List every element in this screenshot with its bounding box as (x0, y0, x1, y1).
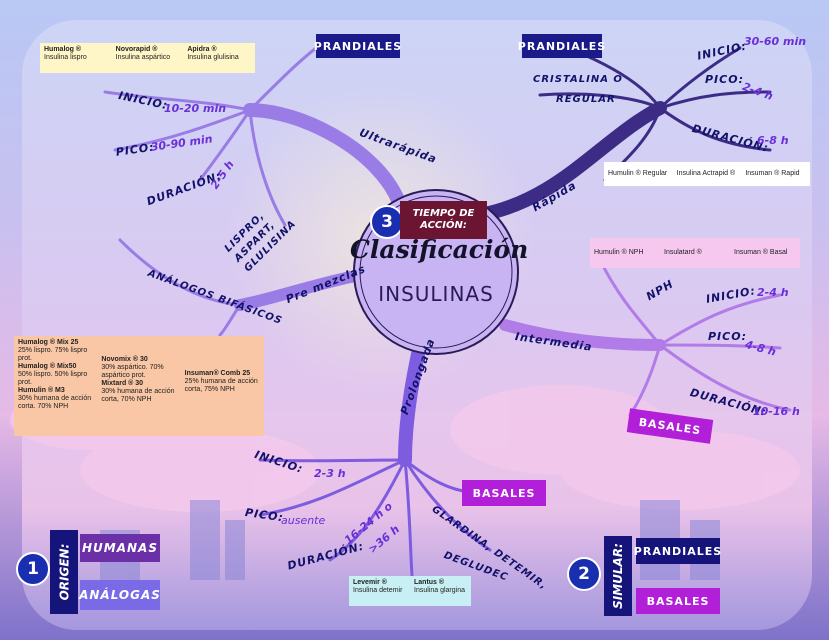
prolongada-brands: Levemir ®Insulina detemir Lantus ®Insuli… (349, 576, 471, 606)
tiempo-de-accion-label: TIEMPO DE ACCIÓN: (400, 201, 487, 239)
rapida-agent-line1: CRISTALINA O (533, 74, 623, 85)
brand-humulin-nph: Humulin ® NPH (594, 249, 644, 256)
brand-levemir: Levemir ®Insulina detemir (353, 579, 403, 594)
simular-label-box: SIMULAR: (604, 536, 632, 616)
center-title: Clasificación (350, 235, 529, 264)
intermedia-peak-label: PICO: (708, 330, 747, 343)
intermedia-onset-value: 2-4 h (757, 286, 789, 299)
brand-insuman-basal: Insuman ® Basal (734, 249, 788, 256)
simular-basales: BASALES (636, 588, 720, 614)
brand-insulatard: Insulatard ® (664, 249, 702, 256)
simular-label: SIMULAR: (611, 543, 626, 609)
origen-analogas: ANÁLOGAS (79, 580, 160, 610)
ultrarapida-onset-value: 10-20 min (164, 102, 227, 115)
rapida-onset-value: 30-60 min (744, 35, 807, 48)
badge-number-1: 1 (16, 552, 50, 586)
brand-apidra: Apidra ®Insulina glulisina (187, 46, 239, 61)
brand-humalog: Humalog ®Insulina lispro (44, 46, 87, 61)
badge-number-3: 3 (370, 205, 404, 239)
rapida-prandiales-tag: PRANDIALES (518, 34, 605, 58)
intermedia-duration-value: 10-16 h (753, 405, 800, 418)
intermedia-brands: Humulin ® NPH Insulatard ® Insuman ® Bas… (590, 238, 800, 268)
tiempo-de-accion-text: TIEMPO DE ACCIÓN: (412, 208, 475, 231)
brand-insuman-rapid: Insuman ® Rapid (745, 170, 800, 177)
rapida-agent-line2: REGULAR (556, 94, 616, 105)
brand-actrapid: Insulina Actrapid ® (676, 170, 736, 177)
origen-humanas: HUMANAS (80, 534, 160, 562)
brand-humulin-regular: Humulin ® Regular (608, 170, 668, 177)
ultrarapida-prandiales-tag: PRANDIALES (314, 34, 401, 58)
center-subtitle: INSULINAS (378, 282, 494, 306)
brand-novorapid: Novorapid ®Insulina aspártico (115, 46, 171, 61)
brand-lantus: Lantus ®Insulina glargina (414, 579, 465, 594)
prolongada-onset-value: 2-3 h (314, 467, 346, 480)
prolongada-peak-value: ausente (281, 514, 326, 527)
rapida-duration-value: 6-8 h (757, 134, 789, 147)
rapida-brands: Humulin ® Regular Insulina Actrapid ® In… (604, 162, 810, 186)
origen-label-box: ORIGEN: (50, 530, 78, 614)
rapida-peak-label: PICO: (705, 73, 744, 86)
prolongada-basales-tag: BASALES (462, 480, 546, 506)
origen-label: ORIGEN: (57, 543, 72, 601)
simular-prandiales: PRANDIALES (634, 538, 721, 564)
badge-number-2: 2 (567, 557, 601, 591)
ultrarapida-brands: Humalog ®Insulina lispro Novorapid ®Insu… (40, 43, 255, 73)
